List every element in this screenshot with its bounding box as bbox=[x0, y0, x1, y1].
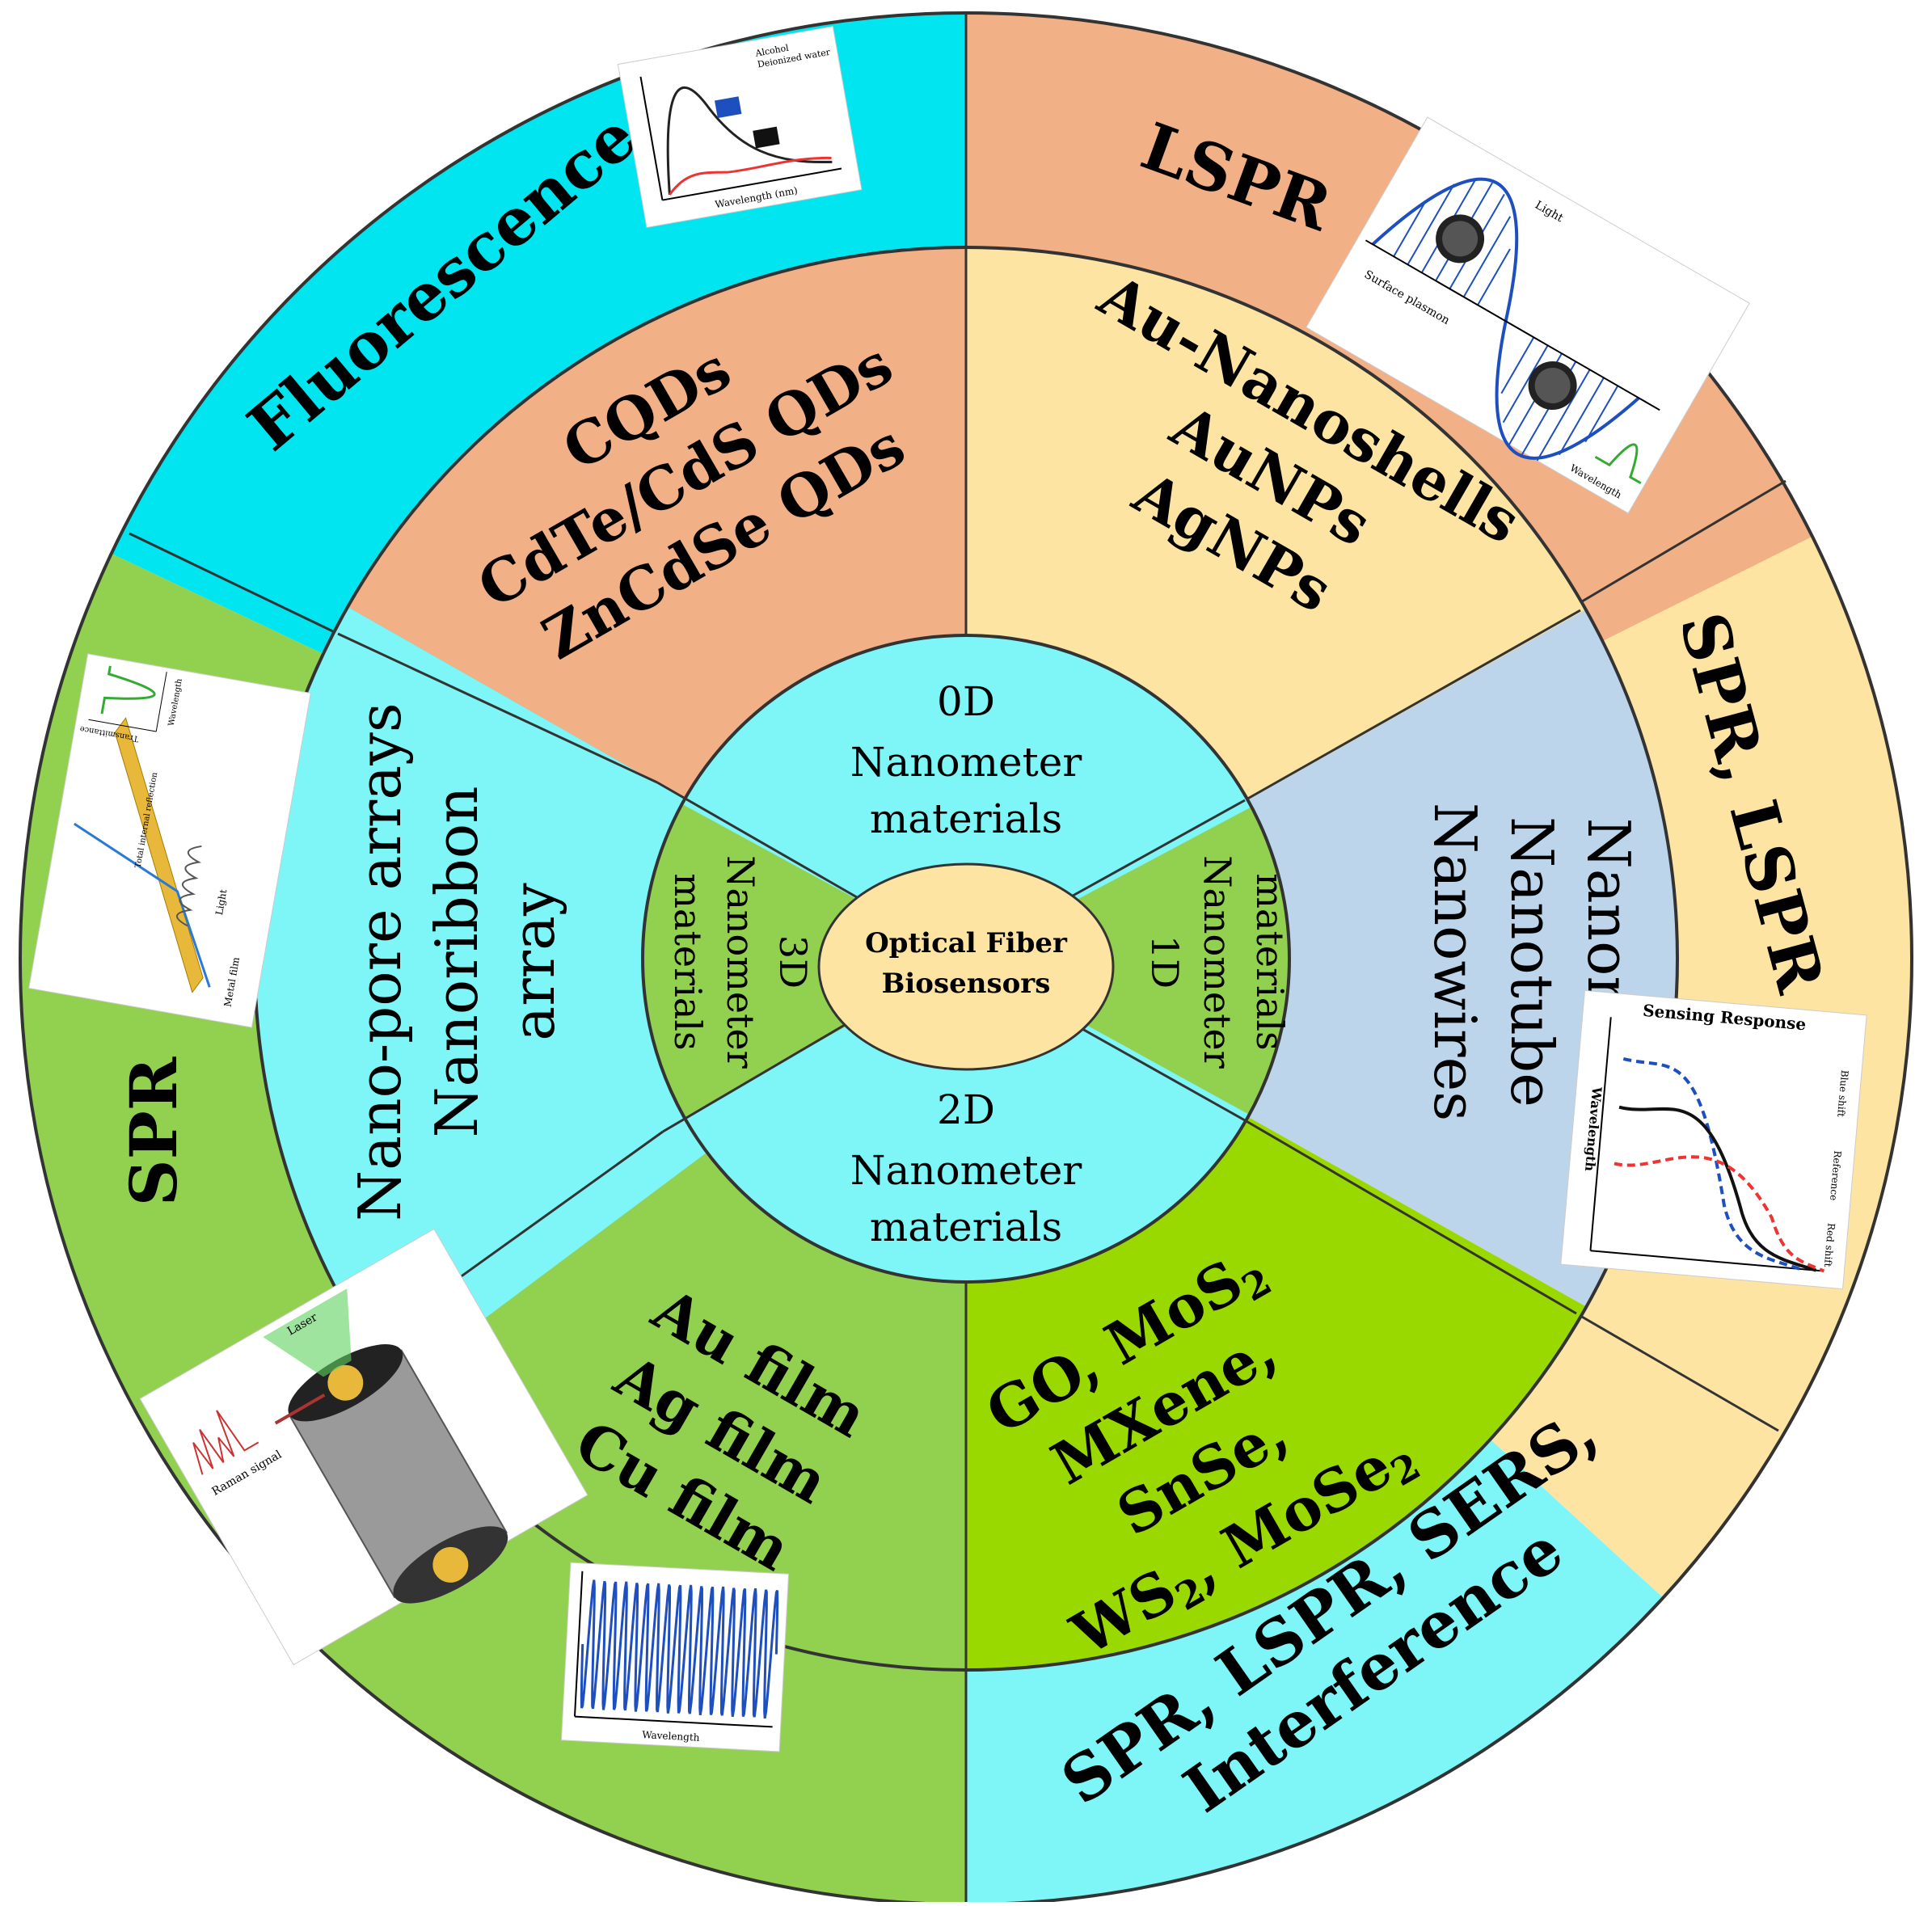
sens-l2: Reference bbox=[1828, 1150, 1843, 1201]
inner-ring-border bbox=[641, 634, 1291, 1284]
thumb-raman-fiber: Laser Raman signal bbox=[139, 1228, 588, 1666]
inner-2d-line1: Nanometer bbox=[850, 1147, 1082, 1194]
inner-2d-line2: materials bbox=[870, 1204, 1062, 1250]
thumb-fluorescence-plot: Alcohol Deionized water Wavelength (nm) bbox=[617, 26, 863, 229]
arr-line1: Nano-pore arrays bbox=[346, 702, 414, 1221]
arr-line2: Nanoribbon bbox=[423, 786, 491, 1138]
oned-line2: Nanotube bbox=[1498, 816, 1566, 1107]
sens-l1: Blue shift bbox=[1835, 1069, 1850, 1117]
inner-1d-dim: 1D bbox=[1143, 935, 1187, 989]
oned-line1: Nanowires bbox=[1421, 803, 1489, 1121]
inner-0d-label: 0D Nanometer materials bbox=[850, 678, 1082, 842]
outer-spr-label: SPR bbox=[116, 1056, 192, 1206]
center-ellipse bbox=[817, 862, 1115, 1071]
inner-1d-label: 1D Nanometer materials bbox=[1143, 855, 1292, 1069]
inner-sector-1d bbox=[966, 776, 1289, 1148]
sens-l3: Red shift bbox=[1822, 1222, 1837, 1267]
inner-sector-3d bbox=[643, 776, 966, 1148]
inner-dividers bbox=[656, 781, 1246, 1133]
interference-wave bbox=[580, 1579, 779, 1719]
arr-line3: array bbox=[500, 883, 567, 1041]
inner-3d-line1: Nanometer bbox=[719, 855, 762, 1069]
mid-arrays-label: Nano-pore arrays Nanoribbon array bbox=[346, 702, 567, 1221]
mid-1d-label: Nanowires Nanotube Nanorods bbox=[1421, 803, 1643, 1121]
inner-3d-line2: materials bbox=[666, 873, 710, 1050]
thumb-sensing-response: Sensing Response Blue shift Reference Re… bbox=[1560, 989, 1867, 1290]
inner-0d-line1: Nanometer bbox=[850, 739, 1082, 786]
inner-1d-line1: Nanometer bbox=[1196, 855, 1239, 1069]
inner-1d-line2: materials bbox=[1248, 873, 1292, 1050]
inner-3d-label: 3D Nanometer materials bbox=[666, 855, 815, 1069]
spr-label2: Light bbox=[213, 888, 229, 916]
thumb-lspr-wave: Light Surface plasmon Wavelength bbox=[1306, 116, 1750, 514]
center-title-line2: Biosensors bbox=[882, 968, 1051, 1000]
inner-2d-dim: 2D bbox=[937, 1086, 995, 1133]
interference-xlabel: Wavelength bbox=[642, 1729, 700, 1744]
inner-2d-label: 2D Nanometer materials bbox=[850, 1086, 1082, 1250]
center-title-line1: Optical Fiber bbox=[865, 927, 1068, 959]
inner-0d-dim: 0D bbox=[937, 678, 995, 725]
inner-3d-dim: 3D bbox=[771, 935, 815, 989]
outer-dividers bbox=[129, 13, 1786, 1904]
inner-0d-line2: materials bbox=[870, 795, 1062, 842]
thumb-interference: Wavelength bbox=[560, 1562, 790, 1752]
thumb-spr-film: Metal film Light Total internal reflecti… bbox=[28, 653, 311, 1028]
